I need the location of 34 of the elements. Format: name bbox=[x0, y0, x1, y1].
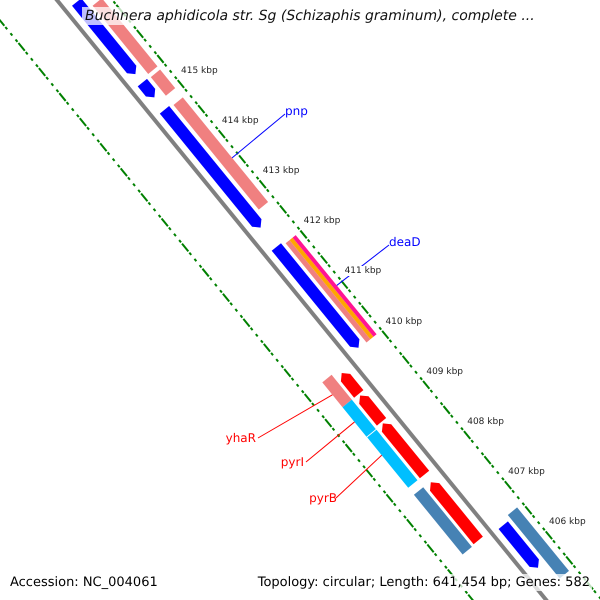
gene-label: pyrB bbox=[309, 491, 337, 505]
scale-label: 415 kbp bbox=[180, 66, 219, 76]
gene-feature bbox=[272, 243, 360, 348]
gene-label: pnp bbox=[285, 104, 308, 118]
scale-label: 406 kbp bbox=[548, 517, 587, 528]
scale-label: 413 kbp bbox=[262, 166, 300, 176]
gene-feature bbox=[138, 78, 156, 98]
scale-label: 414 kbp bbox=[220, 116, 260, 126]
gene-label: pyrI bbox=[280, 455, 304, 469]
gene-label: deaD bbox=[389, 235, 421, 249]
gene-feature bbox=[414, 487, 472, 554]
gene-feature bbox=[342, 400, 376, 437]
scale-label: 410 kbp bbox=[384, 316, 424, 327]
gene-feature bbox=[322, 374, 352, 408]
footer-text: Topology: circular; Length: 641,454 bp; Genes: 582 bbox=[256, 574, 592, 591]
scale-label: 412 kbp bbox=[302, 216, 342, 226]
gene-label: yhaR bbox=[226, 431, 256, 445]
scale-label: 411 kbp bbox=[344, 266, 382, 276]
leader-line bbox=[258, 394, 333, 438]
leader-line bbox=[232, 114, 286, 158]
gene-feature bbox=[340, 373, 364, 398]
gene-feature bbox=[498, 521, 539, 568]
gene-feature bbox=[382, 423, 430, 478]
gene-feature bbox=[367, 430, 418, 488]
leader-line bbox=[306, 421, 356, 462]
leader-line bbox=[336, 454, 382, 498]
gene-feature bbox=[160, 106, 262, 228]
gene-feature bbox=[430, 482, 483, 544]
gene-feature bbox=[359, 396, 386, 426]
scale-label: 409 kbp bbox=[425, 366, 464, 377]
scale-label: 407 kbp bbox=[507, 466, 546, 477]
gene-feature bbox=[150, 70, 176, 96]
footer-text: Accession: NC_004061 bbox=[8, 574, 160, 591]
scale-label: 408 kbp bbox=[466, 416, 505, 427]
